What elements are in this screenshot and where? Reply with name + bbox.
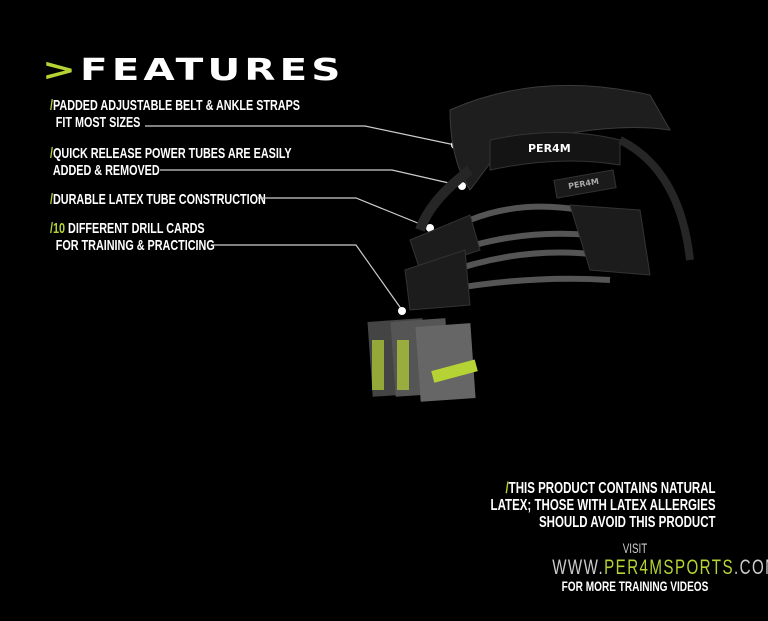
features-title: >FEATURES xyxy=(42,56,344,86)
slash: / xyxy=(50,220,54,237)
drill-cards xyxy=(367,318,478,402)
feature-line: QUICK RELEASE POWER TUBES ARE EASILY xyxy=(53,145,292,162)
callout-dot xyxy=(398,307,406,315)
slash: / xyxy=(50,97,54,114)
warning-line: SHOULD AVOID THIS PRODUCT xyxy=(539,514,716,531)
slash: / xyxy=(50,145,54,162)
website-link[interactable]: WWW.PER4MSPORTS.COM xyxy=(552,556,768,580)
warning-line: THIS PRODUCT CONTAINS NATURAL xyxy=(509,480,716,497)
url-brand: PER4MSPORTS xyxy=(604,556,734,579)
feature-line: DURABLE LATEX TUBE CONSTRUCTION xyxy=(53,191,266,208)
callout-line xyxy=(213,244,403,311)
warning-line: LATEX; THOSE WITH LATEX ALLERGIES xyxy=(490,497,716,514)
callout-line xyxy=(258,197,431,229)
callout-line xyxy=(145,125,456,146)
feature-line: FIT MOST SIZES xyxy=(55,114,141,131)
feature-line: DIFFERENT DRILL CARDS xyxy=(65,220,205,237)
url-prefix: WWW. xyxy=(552,556,605,579)
title-text: FEATURES xyxy=(79,53,345,88)
brand-logo: PER4M xyxy=(528,142,571,155)
url-suffix: .COM xyxy=(733,556,768,579)
highlight-number: 10 xyxy=(53,220,66,237)
callout-lines xyxy=(145,125,463,311)
feature-line: ADDED & REMOVED xyxy=(52,162,160,179)
chevron-icon: > xyxy=(42,53,80,88)
visit-tagline: FOR MORE TRAINING VIDEOS xyxy=(561,578,709,594)
callout-dot xyxy=(426,224,434,232)
feature-line: PADDED ADJUSTABLE BELT & ANKLE STRAPS xyxy=(53,97,301,114)
belt xyxy=(415,84,694,261)
callout-line xyxy=(160,169,463,187)
feature-latex: /DURABLE LATEX TUBE CONSTRUCTION xyxy=(50,191,266,208)
visit-label: VISIT xyxy=(622,540,648,556)
slash: / xyxy=(50,191,54,208)
ankle-straps xyxy=(404,204,651,311)
feature-line: FOR TRAINING & PRACTICING xyxy=(55,237,215,254)
slash: / xyxy=(505,480,510,497)
